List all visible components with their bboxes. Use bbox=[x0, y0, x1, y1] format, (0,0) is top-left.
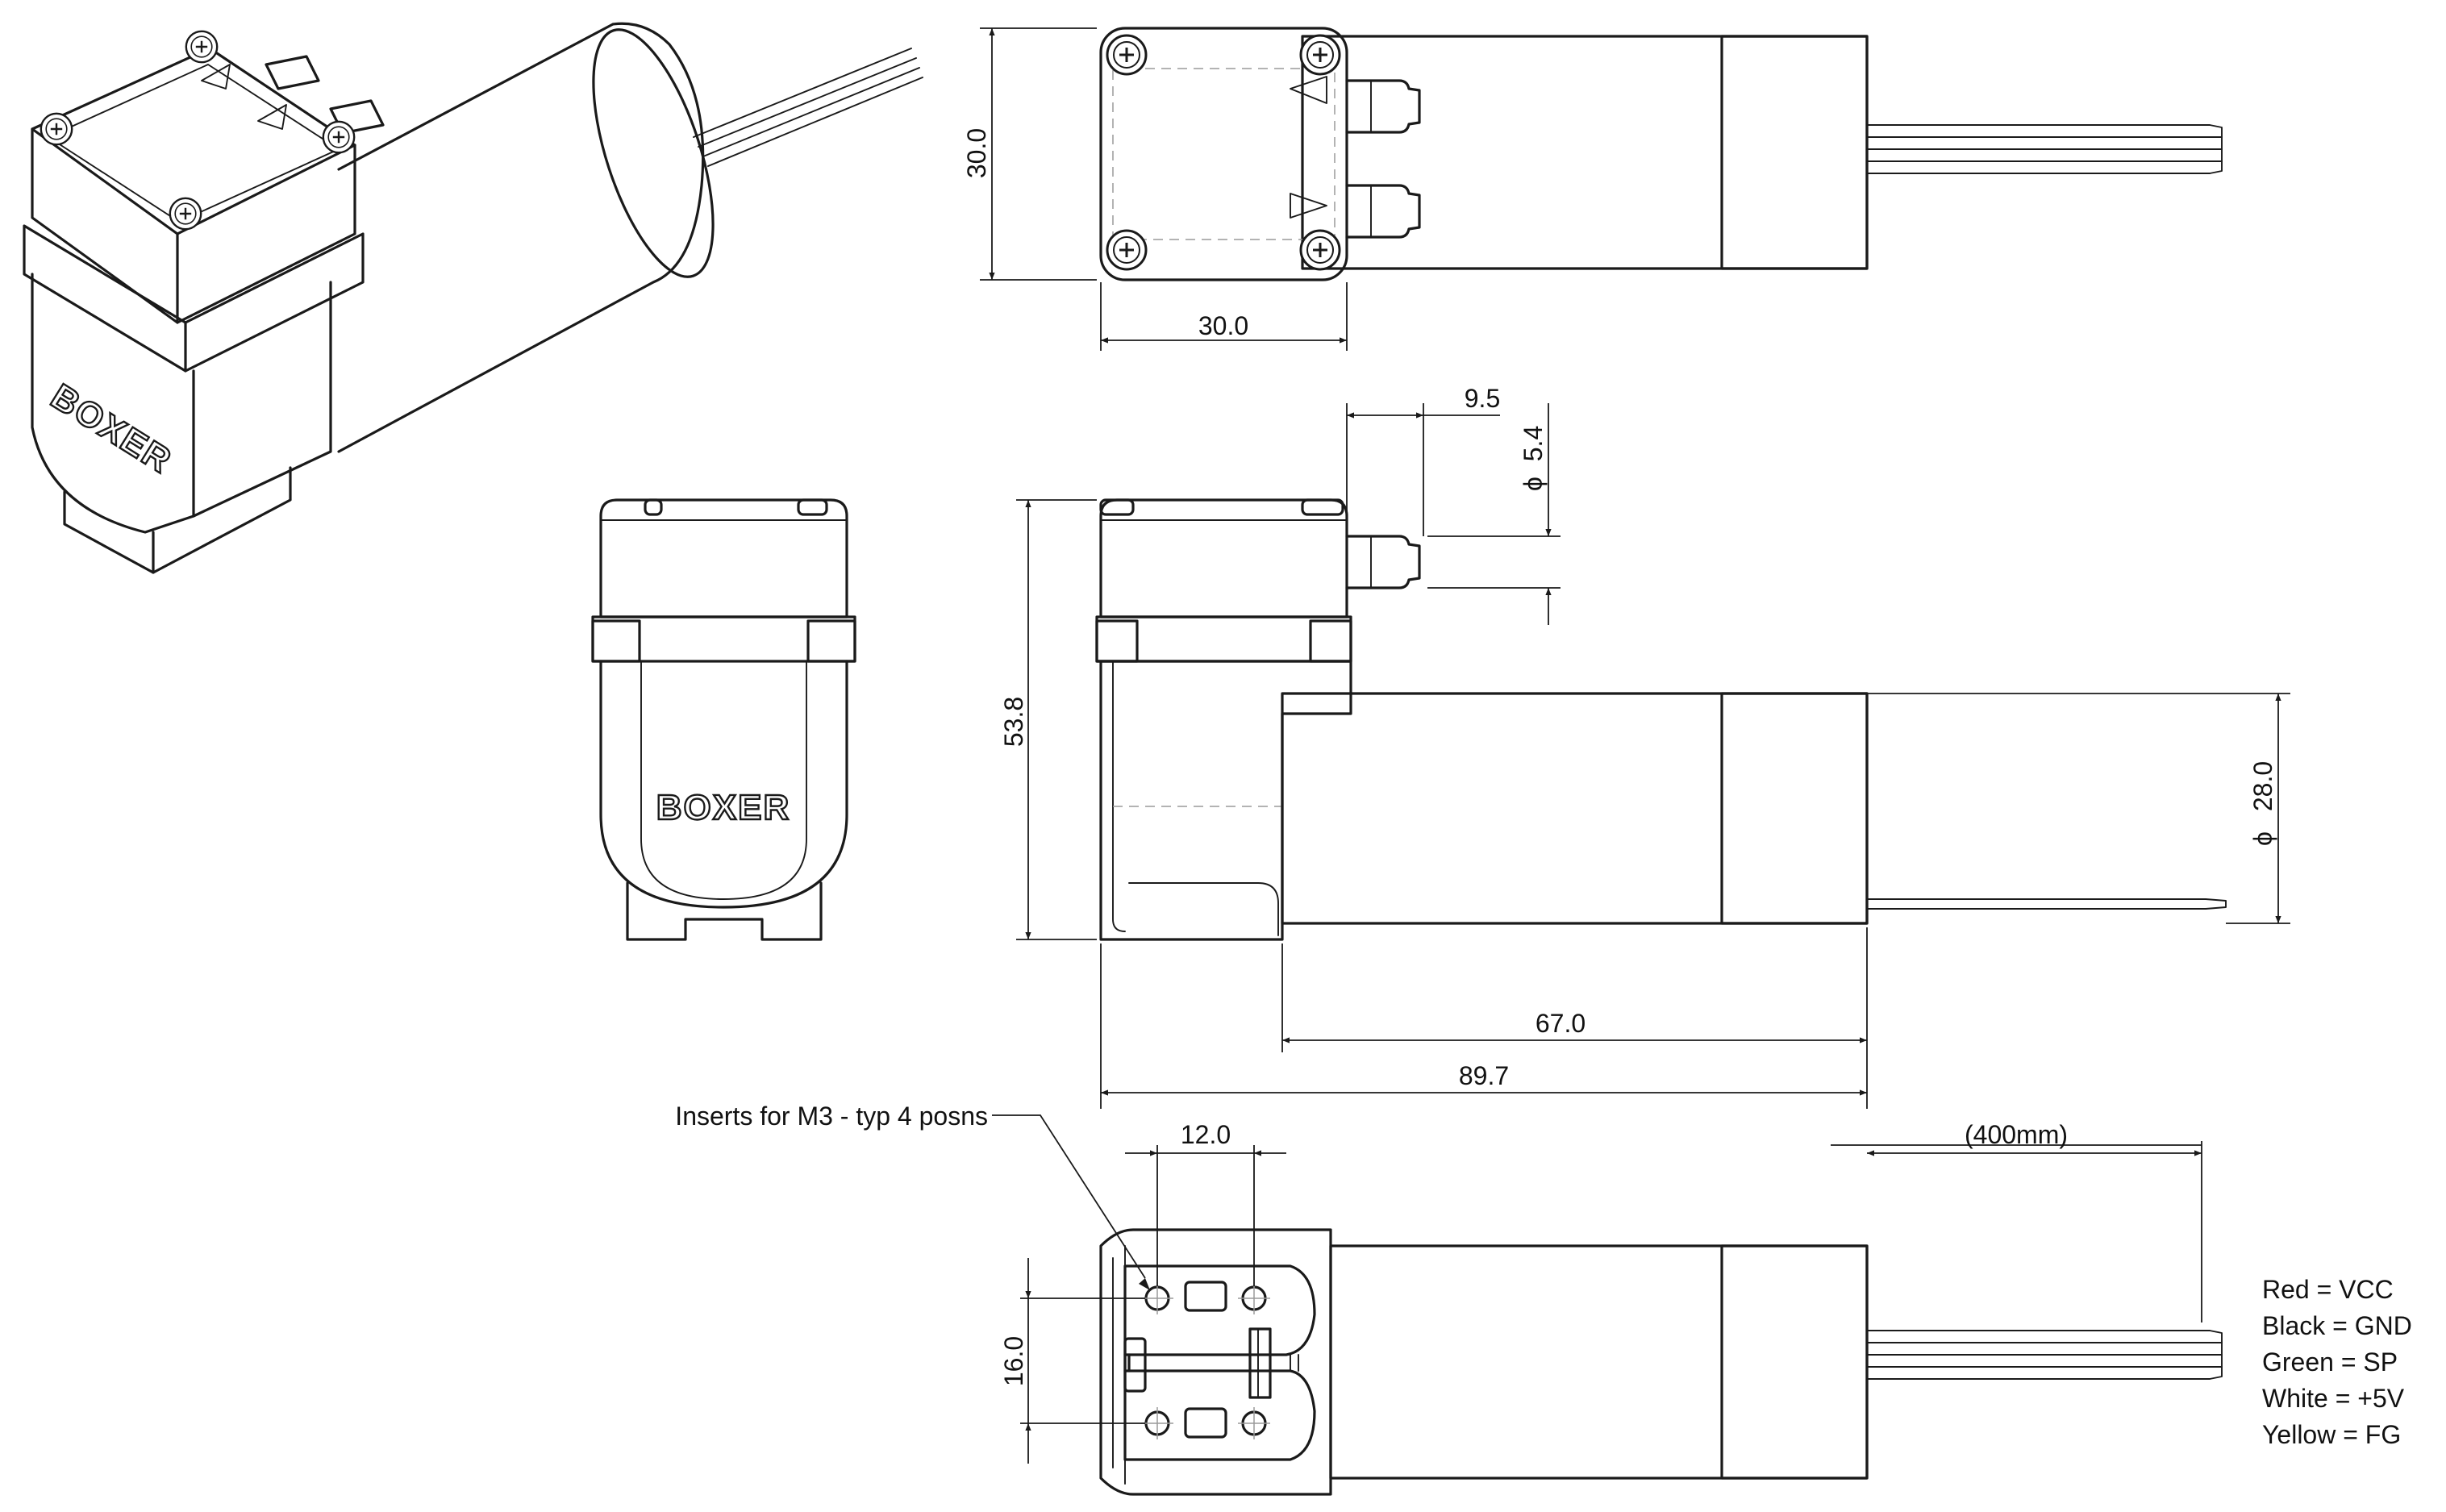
legend-green: Green = SP bbox=[2262, 1347, 2398, 1377]
legend-yellow: Yellow = FG bbox=[2262, 1420, 2401, 1449]
dim-overall-height: 53.8 bbox=[999, 697, 1028, 747]
dim-insert-spacing-y: 16.0 bbox=[999, 1336, 1028, 1386]
dim-cable-length: (400mm) bbox=[1965, 1120, 2068, 1149]
dim-port-diameter: 5.4 bbox=[1519, 426, 1548, 461]
dim-insert-spacing-x: 12.0 bbox=[1181, 1120, 1231, 1149]
dim-front-height: 30.0 bbox=[962, 128, 991, 178]
dim-port-diameter-symbol: ϕ bbox=[1519, 477, 1548, 491]
wiring-legend: Red = VCC Black = GND Green = SP White =… bbox=[2262, 1275, 2412, 1449]
bottom-view: 12.0 16.0 Inserts for M3 - typ 4 posns (… bbox=[675, 1102, 2223, 1496]
top-view: 30.0 30.0 bbox=[962, 27, 2223, 351]
isometric-view: BOXER bbox=[23, 22, 923, 574]
dim-motor-length: 67.0 bbox=[1536, 1009, 1586, 1038]
iso-brand-label: BOXER bbox=[44, 377, 179, 481]
front-view: BOXER bbox=[591, 498, 856, 941]
legend-red: Red = VCC bbox=[2262, 1275, 2394, 1304]
dim-port-offset: 9.5 bbox=[1465, 384, 1500, 413]
front-brand-label: BOXER bbox=[656, 788, 790, 827]
dim-motor-diameter: 28.0 bbox=[2248, 761, 2277, 811]
inserts-note: Inserts for M3 - typ 4 posns bbox=[675, 1102, 988, 1131]
legend-white: White = +5V bbox=[2262, 1384, 2405, 1413]
dim-overall-length: 89.7 bbox=[1459, 1061, 1509, 1090]
dim-motor-diameter-symbol: ϕ bbox=[2248, 831, 2277, 846]
dim-front-width: 30.0 bbox=[1198, 311, 1248, 340]
side-elevation: 9.5 ϕ 5.4 53.8 ϕ 28.0 67.0 89.7 bbox=[999, 384, 2290, 1109]
legend-black: Black = GND bbox=[2262, 1311, 2412, 1340]
